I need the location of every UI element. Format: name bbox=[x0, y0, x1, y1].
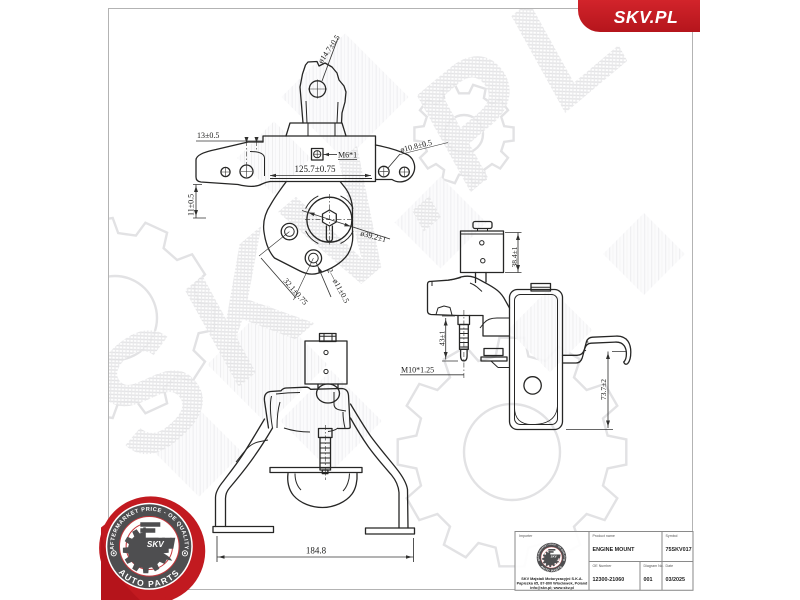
svg-text:13±0.5: 13±0.5 bbox=[197, 131, 219, 140]
svg-text:38.4±1: 38.4±1 bbox=[510, 246, 519, 267]
svg-text:SKV.PL: SKV.PL bbox=[614, 7, 679, 27]
svg-text:info@skv.pl; www.skv.pl: info@skv.pl; www.skv.pl bbox=[530, 586, 574, 590]
svg-text:Product name: Product name bbox=[593, 534, 615, 538]
svg-text:OE Number: OE Number bbox=[593, 564, 613, 568]
svg-text:43±1: 43±1 bbox=[438, 330, 447, 346]
svg-text:Symbol: Symbol bbox=[666, 534, 678, 538]
svg-text:M6*1: M6*1 bbox=[338, 151, 357, 160]
svg-text:M10*1.25: M10*1.25 bbox=[401, 366, 434, 375]
svg-text:125.7±0.75: 125.7±0.75 bbox=[295, 164, 336, 174]
svg-text:75SKV017: 75SKV017 bbox=[666, 547, 692, 553]
svg-text:73.7±2: 73.7±2 bbox=[599, 379, 608, 400]
svg-text:11±0.5: 11±0.5 bbox=[187, 194, 196, 216]
svg-text:ENGINE MOUNT: ENGINE MOUNT bbox=[593, 547, 636, 553]
svg-text:001: 001 bbox=[644, 577, 653, 583]
svg-text:12300-21060: 12300-21060 bbox=[593, 577, 625, 583]
svg-text:Importer: Importer bbox=[519, 534, 533, 538]
svg-text:SKV Majstali Motoryzacyjni S.K: SKV Majstali Motoryzacyjni S.K.A. bbox=[521, 577, 582, 581]
svg-text:Diagram No.: Diagram No. bbox=[644, 564, 664, 568]
svg-text:Papiezka 65, 87-800 Wloclawek,: Papiezka 65, 87-800 Wloclawek, Poland bbox=[517, 582, 588, 586]
svg-text:184.8: 184.8 bbox=[306, 546, 327, 556]
svg-text:03/2025: 03/2025 bbox=[666, 577, 686, 583]
svg-text:Date: Date bbox=[666, 564, 674, 568]
